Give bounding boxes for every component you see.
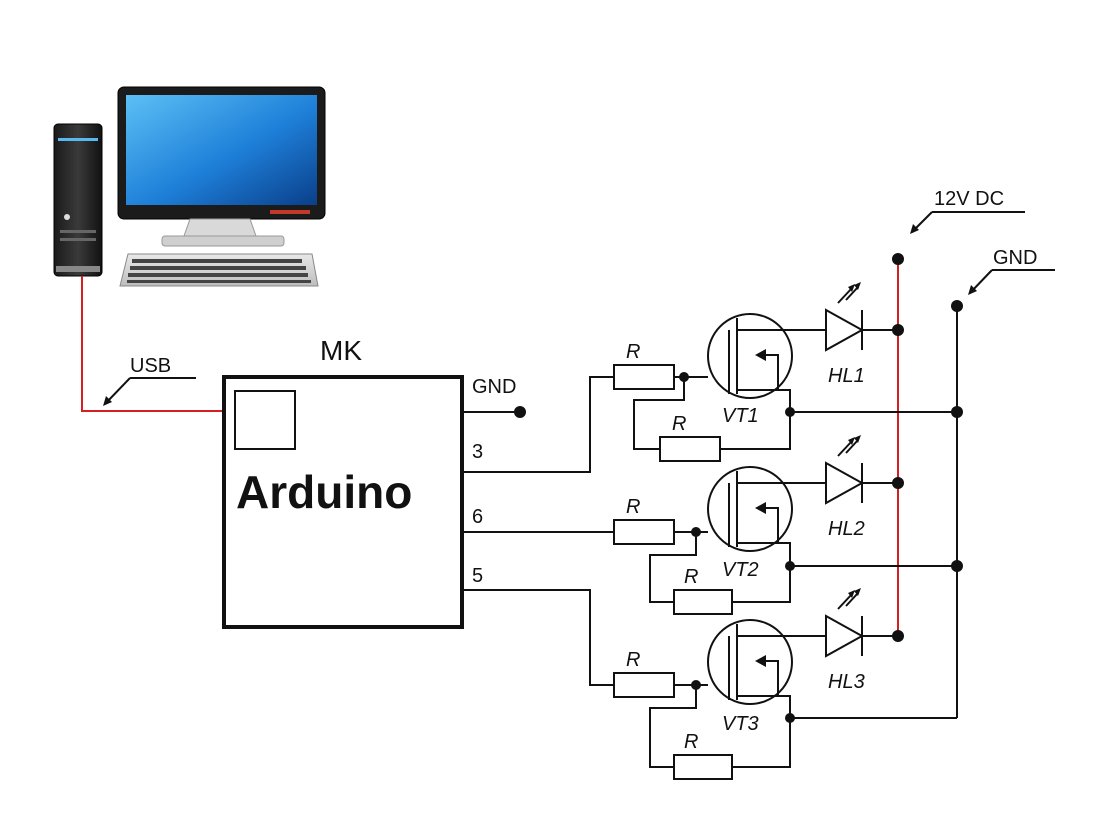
hl3-label: HL3	[828, 671, 865, 693]
led-hl2	[790, 435, 898, 505]
usb-port	[234, 390, 296, 450]
hl1-label: HL1	[828, 365, 865, 387]
mosfet-vt2	[707, 466, 793, 566]
pin-3-label: 3	[472, 441, 483, 463]
pin-5-label: 5	[472, 565, 483, 587]
vt2-label: VT2	[722, 559, 759, 581]
hl2-label: HL2	[828, 518, 865, 540]
channel-3: R R VT3 HL3	[613, 588, 957, 780]
keyboard	[119, 253, 319, 287]
gate-resistor	[613, 364, 675, 390]
mosfet-vt1	[707, 313, 793, 412]
vt1-label: VT1	[722, 405, 759, 427]
gnd-terminal	[951, 300, 963, 312]
monitor	[117, 86, 326, 247]
gnd-rail-label-pointer	[968, 269, 1055, 295]
usb-label-pointer	[103, 377, 196, 406]
arduino-label: Arduino	[236, 466, 412, 518]
gate-resistor	[613, 672, 675, 698]
resistor-label: R	[684, 731, 698, 753]
pulldown-resistor	[673, 754, 733, 780]
supply-label: 12V DC	[934, 188, 1004, 210]
channel-2: R R VT2 HL2	[613, 435, 963, 615]
mosfet-vt3	[707, 619, 793, 718]
resistor-label: R	[626, 649, 640, 671]
pin-6-label: 6	[472, 506, 483, 528]
pin-3-wire	[462, 376, 614, 473]
resistor-label: R	[626, 341, 640, 363]
supply-label-pointer	[910, 211, 1025, 234]
led-hl1	[790, 282, 898, 352]
vt3-label: VT3	[722, 713, 759, 735]
12v-terminal	[892, 253, 904, 265]
arduino-gnd-terminal	[514, 406, 526, 418]
pc-tower	[53, 123, 103, 277]
gate-resistor	[613, 519, 675, 545]
gnd-rail-label: GND	[993, 247, 1037, 269]
desktop-computer-icon	[53, 86, 326, 287]
usb-cable	[81, 276, 234, 412]
resistor-label: R	[684, 566, 698, 588]
channel-1: R R VT1 HL1	[613, 282, 963, 462]
pulldown-resistor	[659, 436, 721, 462]
mk-label: MK	[320, 335, 362, 366]
pulldown-resistor	[673, 589, 733, 615]
pin-5-wire	[462, 589, 614, 686]
usb-label: USB	[130, 355, 171, 377]
resistor-label: R	[626, 496, 640, 518]
resistor-label: R	[672, 413, 686, 435]
arduino-gnd-label: GND	[472, 376, 516, 398]
led-hl3	[790, 588, 898, 658]
